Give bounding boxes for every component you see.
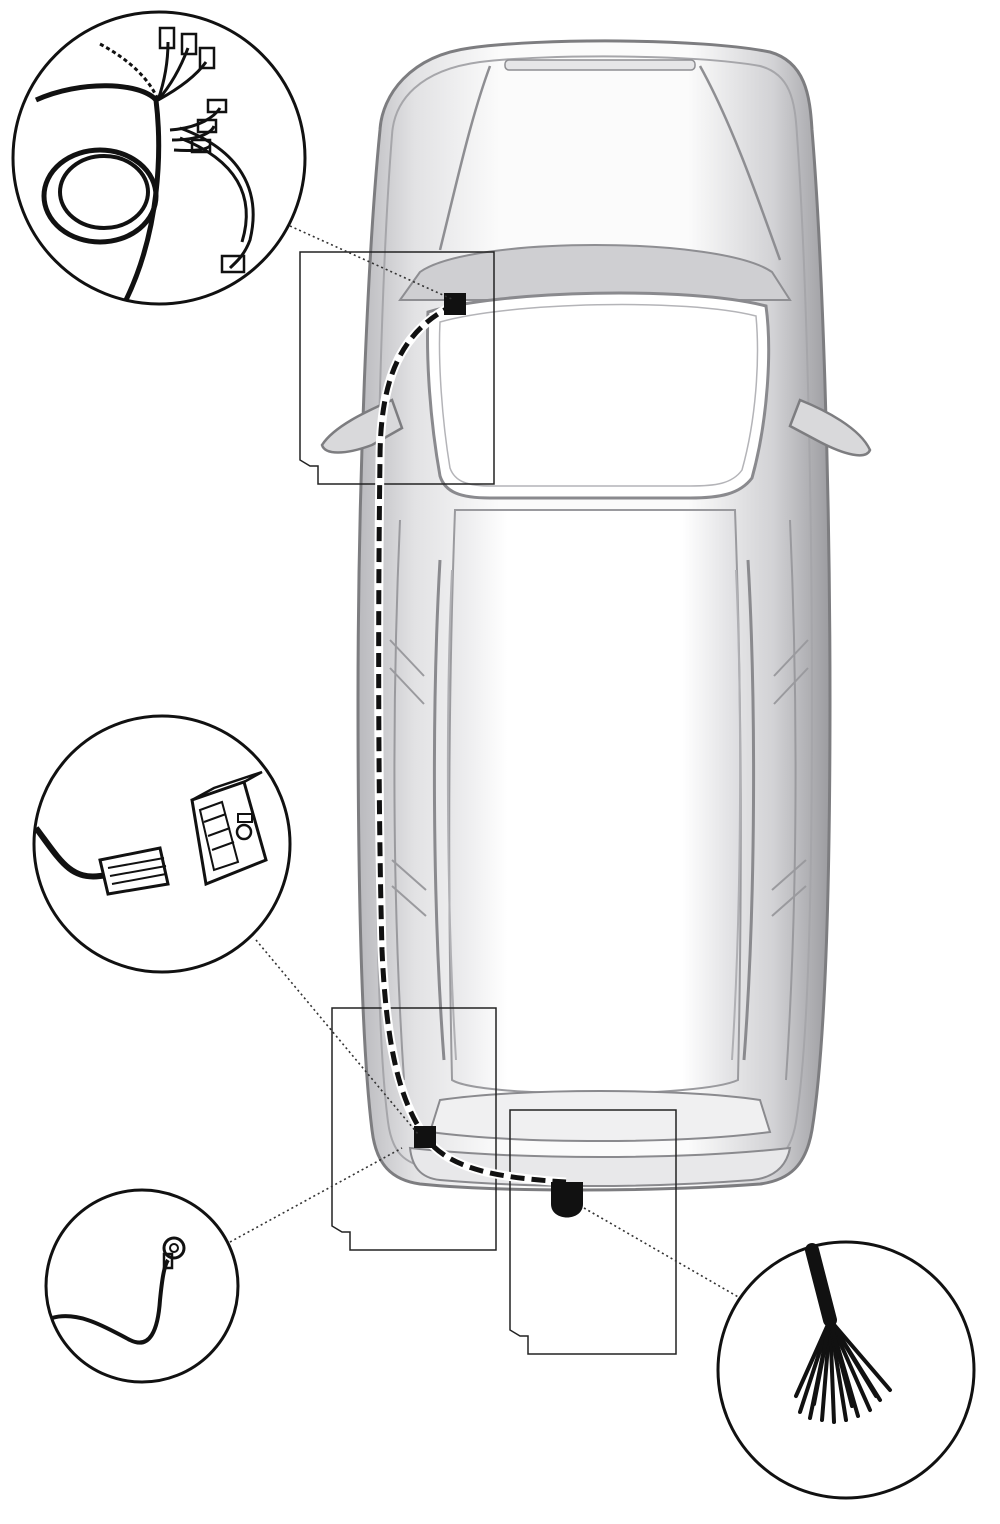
side-glass-right — [785, 519, 797, 1081]
door-seam-right-1 — [773, 639, 809, 705]
leader-ground-terminal — [229, 1147, 403, 1243]
hood-line-right — [698, 65, 782, 261]
hood-line-left — [438, 65, 492, 251]
car-body — [320, 39, 872, 1192]
windscreen-inner — [438, 303, 759, 487]
detail-frames — [299, 251, 677, 1355]
roof-rail-left-inner — [446, 569, 457, 1061]
detail-frame-rear-left — [331, 1007, 497, 1251]
roof-rail-left — [432, 559, 446, 1061]
wire-route — [374, 293, 583, 1218]
front-badge — [504, 59, 696, 71]
callout-control-module — [32, 714, 292, 974]
wire-harness-connectors-icon — [34, 26, 255, 302]
side-glass-left — [393, 519, 405, 1081]
loose-wire-bundle-icon — [794, 1243, 892, 1424]
mirror-right — [788, 398, 872, 457]
door-seam-left-1 — [389, 639, 425, 705]
leader-control-module — [255, 939, 419, 1135]
cowl — [398, 244, 792, 301]
detail-frame-front — [299, 251, 495, 485]
callout-ground-terminal — [44, 1188, 240, 1384]
leader-open-wire-ends — [583, 1207, 741, 1299]
roof-rail-right — [742, 559, 756, 1061]
wire-route-dashes — [376, 301, 567, 1185]
module-and-plug-icon — [33, 770, 268, 896]
door-seam-right-2 — [771, 859, 807, 917]
rear-window — [428, 1090, 772, 1142]
roof — [448, 509, 742, 1095]
socket-mount — [551, 1182, 583, 1218]
callout-circle — [44, 1188, 240, 1384]
leader-lines — [229, 225, 741, 1299]
callout-front-harness — [11, 10, 307, 306]
rear-connection-point — [414, 1126, 436, 1148]
door-seam-left-2 — [391, 859, 427, 917]
ring-terminal-icon — [51, 1236, 186, 1345]
windscreen — [426, 291, 771, 500]
callout-circle — [32, 714, 292, 974]
detail-frame-rear-center — [509, 1109, 677, 1355]
front-connection-point — [444, 293, 466, 315]
callout-open-wire-ends — [716, 1240, 976, 1500]
roof-rail-right-inner — [731, 569, 742, 1061]
